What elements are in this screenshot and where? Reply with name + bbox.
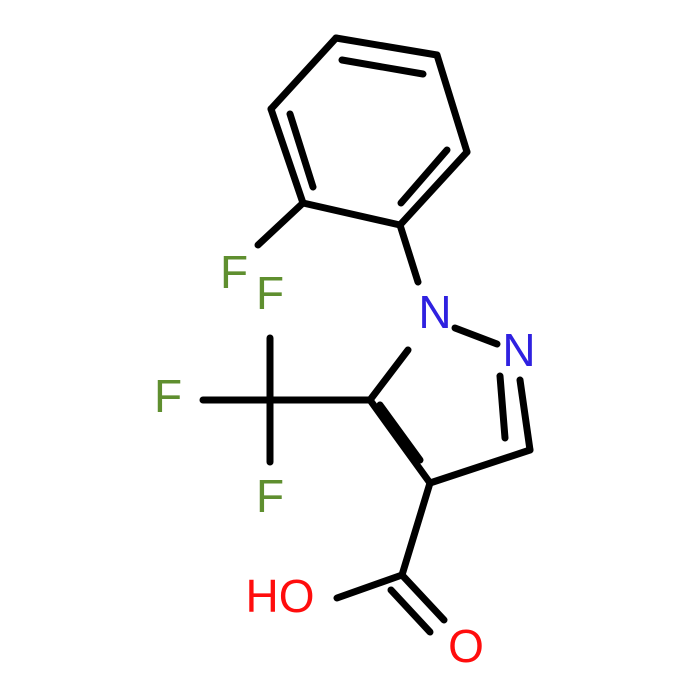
- c5-n1-bond: [366, 346, 412, 404]
- benzene-bond: [433, 51, 471, 156]
- c3-c4-bond: [426, 446, 534, 487]
- nitrogen-2-label: N: [502, 324, 535, 376]
- aryl-n-bond: [396, 221, 422, 286]
- n2-c3-double-inner: [496, 372, 509, 442]
- nitrogen-1-label: N: [418, 286, 451, 338]
- cf3-fluorine-bottom-label: F: [256, 470, 284, 522]
- hydroxyl-label: HO: [246, 570, 315, 622]
- aryl-f-bond: [254, 199, 307, 249]
- benzene-bond: [267, 105, 307, 207]
- atom-label-layer: N N F F F F HO O: [154, 246, 536, 672]
- benzene-bond: [396, 148, 471, 229]
- benzene-double-bond-inner: [338, 56, 427, 78]
- bond-layer: [199, 34, 534, 636]
- c-o-double-bond-inner: [387, 586, 434, 636]
- benzene-bond: [267, 34, 340, 113]
- c-oh-bond: [333, 571, 406, 602]
- benzene-bond: [332, 34, 441, 59]
- n2-c3-bond: [516, 376, 534, 454]
- benzene-double-bond-inner: [397, 146, 451, 207]
- aryl-fluorine-label: F: [220, 246, 248, 298]
- c4-cooh-bond: [398, 479, 434, 579]
- benzene-bond: [299, 199, 404, 229]
- cf3-fluorine-top-label: F: [256, 267, 284, 319]
- c4-c5-bond: [366, 396, 434, 487]
- c4-c5-double-inner: [376, 401, 424, 464]
- c-o-double-bond: [398, 571, 448, 624]
- benzene-double-bond-inner: [286, 110, 317, 191]
- n-n-bond: [451, 324, 501, 348]
- cf3-fluorine-left-label: F: [154, 370, 182, 422]
- carbonyl-oxygen-label: O: [448, 620, 484, 672]
